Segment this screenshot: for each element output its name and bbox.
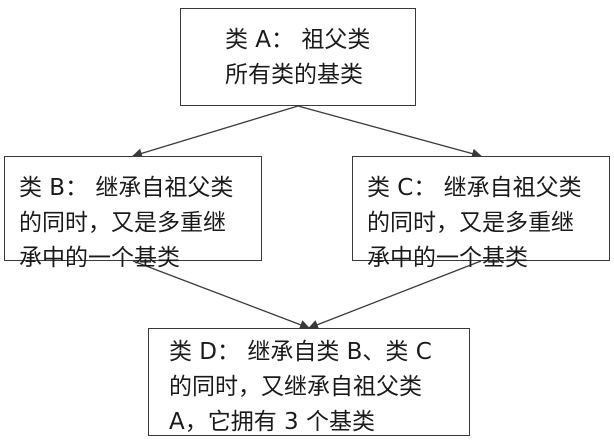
arrow-a-to-c: [297, 105, 482, 159]
arrow-b-to-d: [132, 260, 310, 330]
class-d-text-line-2: 的同时，又继承自祖父类: [169, 374, 422, 400]
class-c-text-line-2: 的同时，又是多重继: [367, 210, 574, 236]
arrow-a-to-b: [132, 105, 299, 159]
class-a-box: 类 A： 祖父类 所有类的基类: [180, 8, 416, 106]
class-b-text-line-1: 类 B： 继承自祖父类: [19, 175, 234, 201]
class-c-text-line-3: 承中的一个基类: [367, 245, 528, 271]
class-b-text-line-2: 的同时，又是多重继: [19, 210, 226, 236]
class-d-text-line-1: 类 D： 继承自类 B、类 C: [169, 339, 432, 365]
class-b-box: 类 B： 继承自祖父类 的同时，又是多重继 承中的一个基类: [4, 156, 262, 271]
class-a-text-line-2: 所有类的基类: [225, 62, 363, 88]
class-a-text-line-1: 类 A： 祖父类: [225, 27, 371, 53]
class-c-box: 类 C： 继承自祖父类 的同时，又是多重继 承中的一个基类: [352, 156, 610, 271]
class-d-text-line-3: A，它拥有 3 个基类: [169, 409, 375, 435]
arrow-c-to-d: [308, 260, 482, 330]
class-b-text-line-3: 承中的一个基类: [19, 245, 180, 271]
class-d-box: 类 D： 继承自类 B、类 C 的同时，又继承自祖父类 A，它拥有 3 个基类: [148, 328, 470, 436]
class-c-text-line-1: 类 C： 继承自祖父类: [367, 175, 582, 201]
